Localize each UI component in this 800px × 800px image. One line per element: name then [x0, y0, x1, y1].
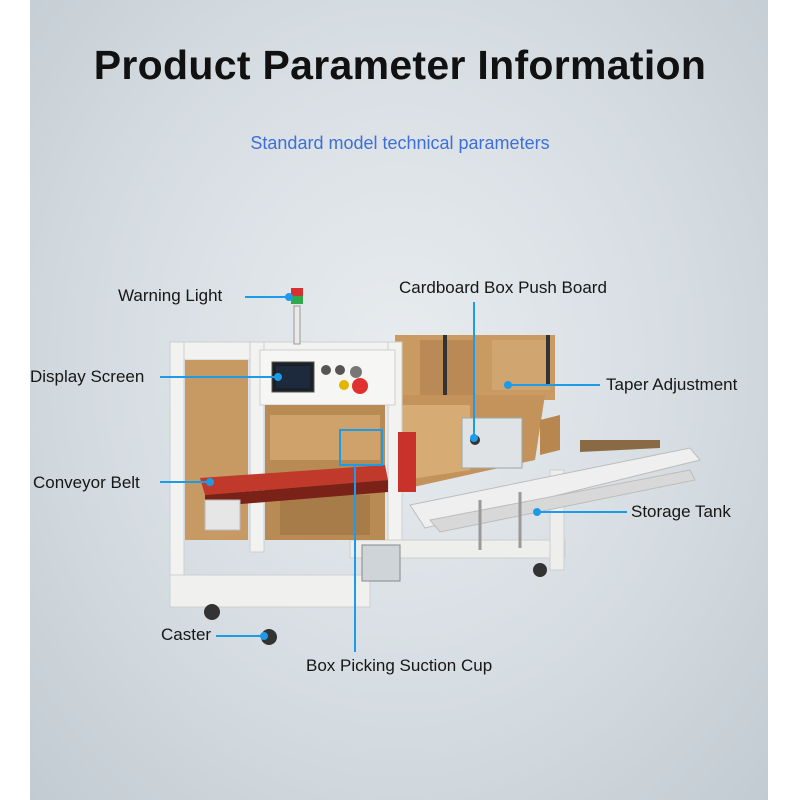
- callout-taper-adjustment: Taper Adjustment: [606, 375, 738, 394]
- page-subtitle: Standard model technical parameters: [250, 133, 550, 153]
- red-cylinder: [398, 432, 416, 492]
- callout-suction-cup: Box Picking Suction Cup: [306, 656, 493, 675]
- conveyor-belt-shape: [200, 465, 388, 531]
- callout-caster: Caster: [161, 625, 212, 644]
- casters: [204, 563, 547, 645]
- callout-conveyor-belt: Conveyor Belt: [33, 473, 140, 492]
- callout-storage-tank: Storage Tank: [631, 502, 731, 521]
- pneumatic-unit: [361, 544, 401, 582]
- warning-light-tower: [291, 288, 303, 345]
- page-title: Product Parameter Information: [93, 42, 707, 88]
- callout-cardboard-push-board: Cardboard Box Push Board: [399, 278, 607, 297]
- callout-lines: [160, 293, 627, 652]
- callout-display-screen: Display Screen: [30, 367, 145, 386]
- callout-warning-light: Warning Light: [118, 286, 223, 305]
- storage-tank-rails: [409, 440, 701, 550]
- control-panel: [271, 361, 368, 394]
- push-board-shape: [461, 417, 523, 469]
